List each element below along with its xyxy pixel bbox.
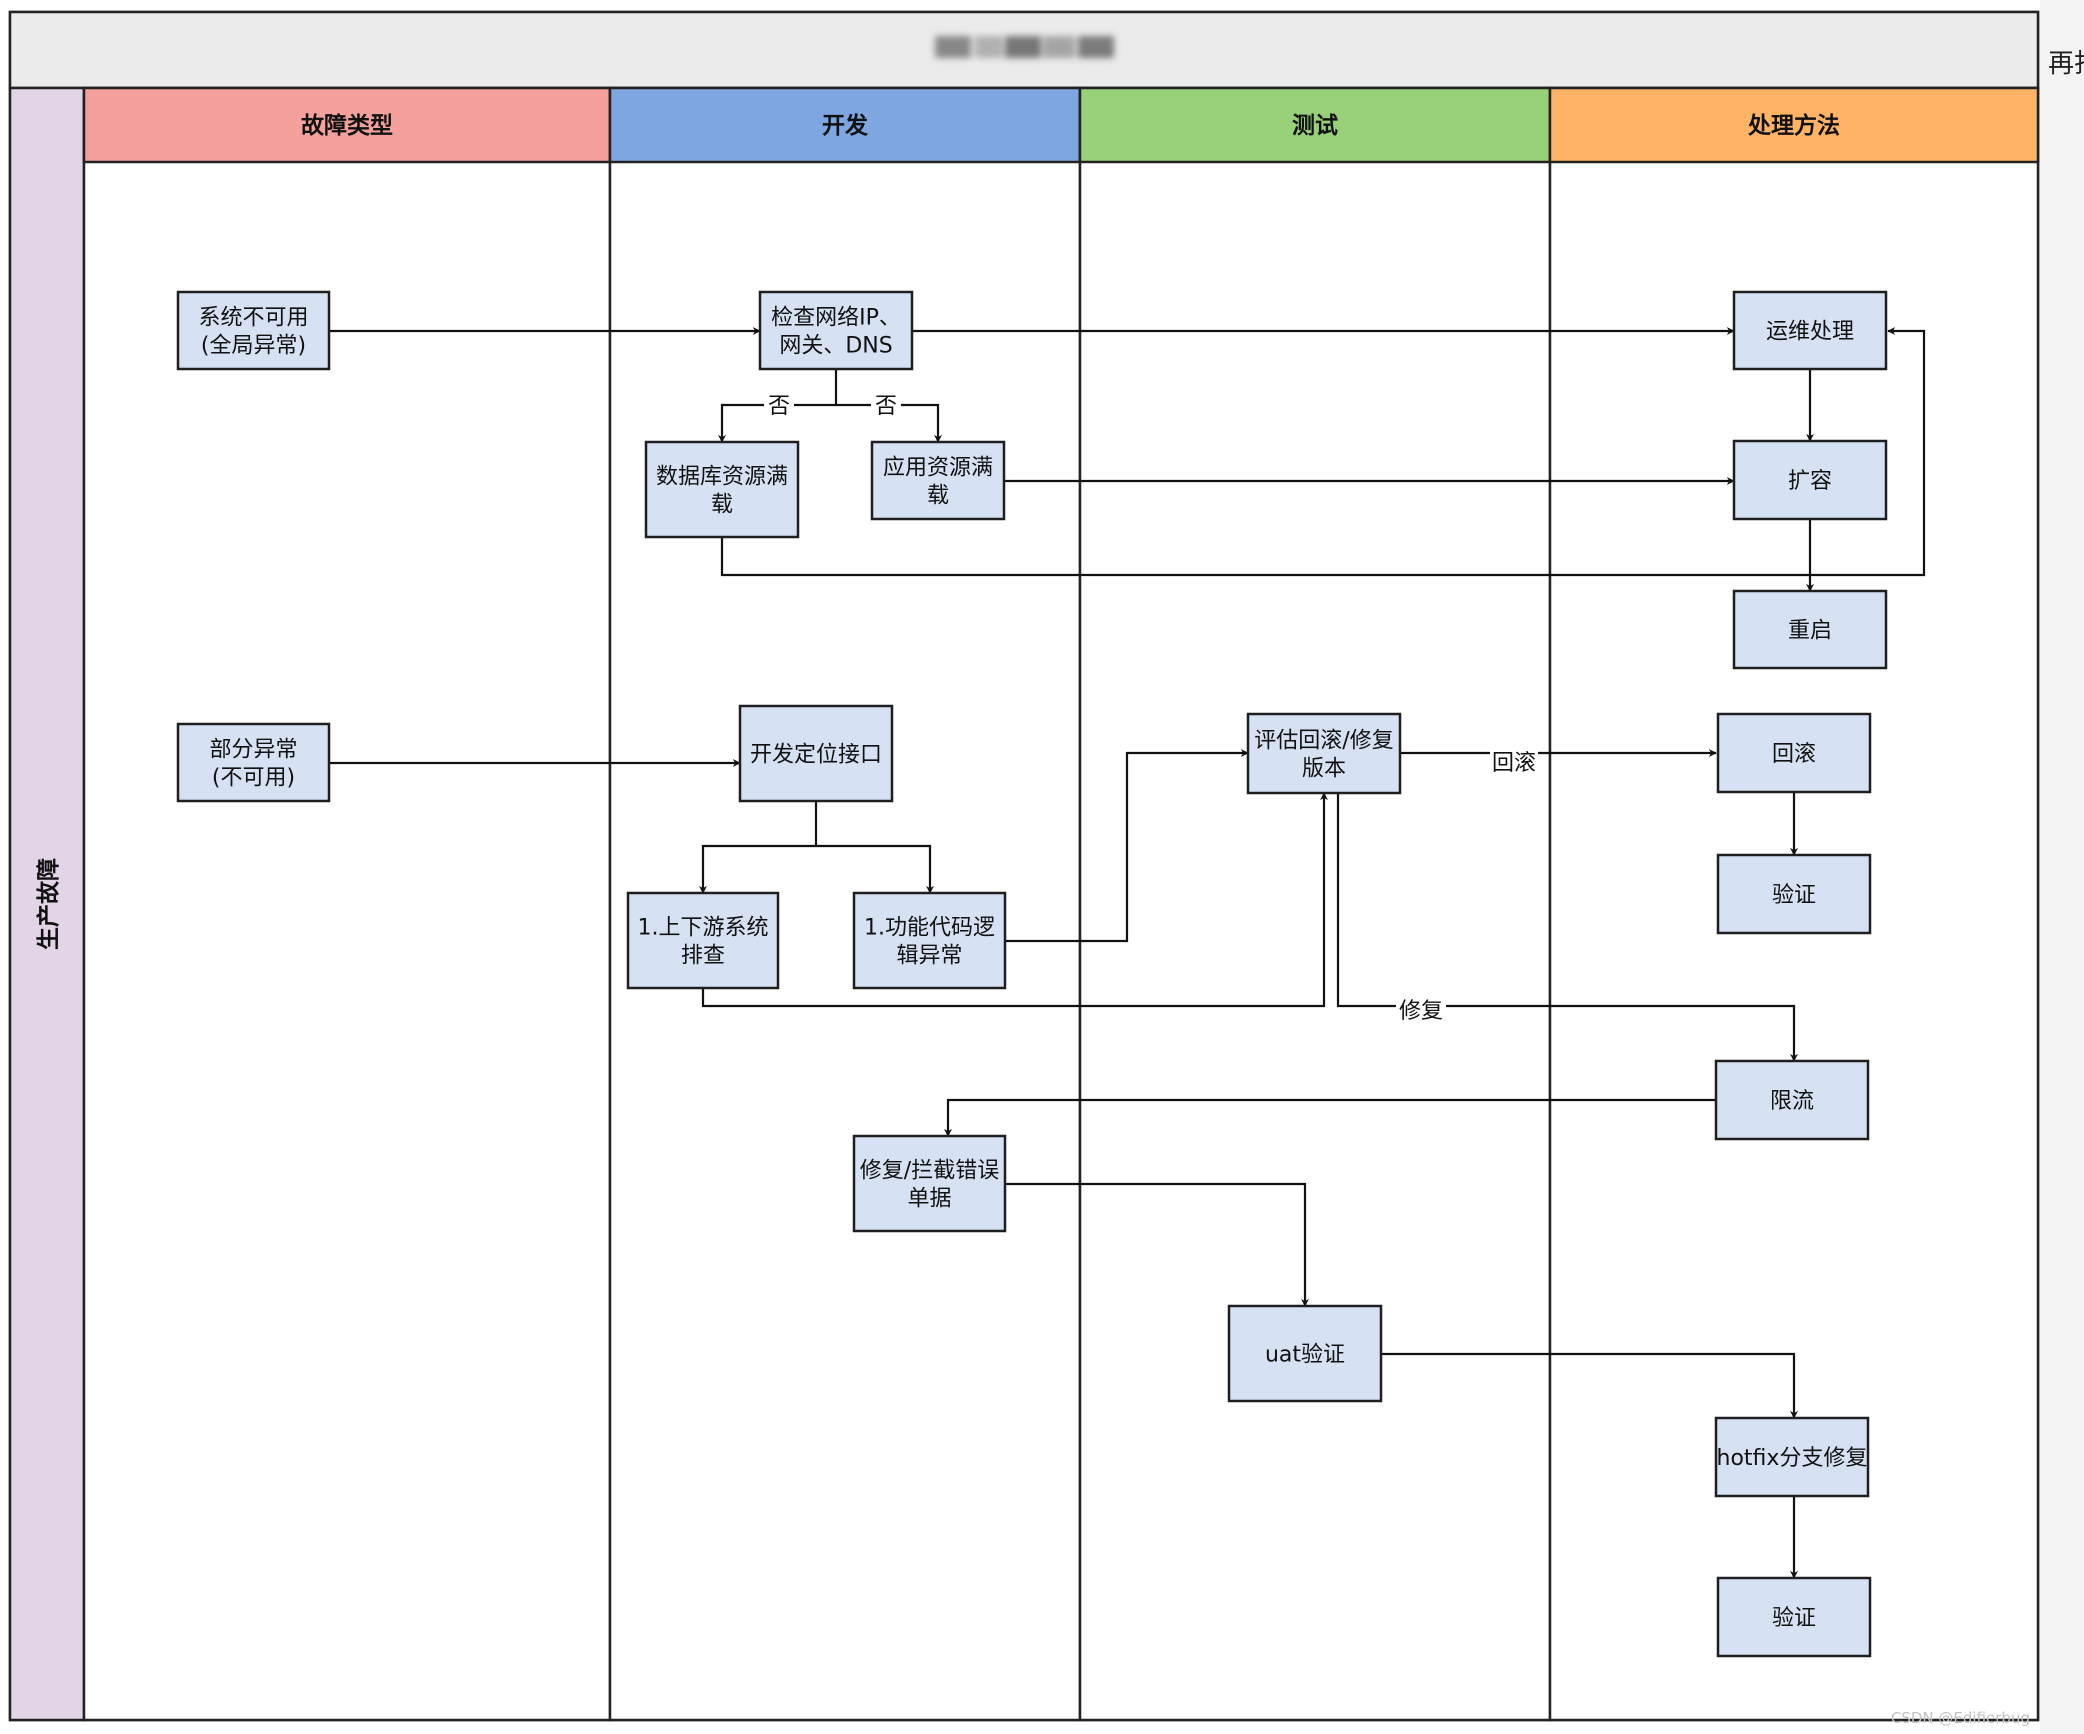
node-label: 验证 [1772, 1606, 1816, 1631]
node-label: 网关、DNS [779, 334, 892, 359]
node-box [1714, 1059, 1870, 1141]
edge-n9-n11 [816, 844, 934, 894]
lane-title-test: 测试 [1292, 113, 1338, 139]
lane-title-type: 故障类型 [301, 112, 393, 139]
node-n9: 开发定位接口 [738, 704, 894, 803]
node-n8: 部分异常 (不可用) [176, 722, 331, 803]
node-box [626, 891, 780, 990]
edge-label-repair: 修复 [1399, 999, 1443, 1024]
node-box [1716, 853, 1872, 935]
edge-labels: 否 否 回滚 修复 [764, 392, 1538, 1024]
node-label: 辑异常 [896, 944, 962, 969]
node-box [870, 440, 1006, 521]
node-n2: 检查网络IP、网关、DNS [758, 290, 914, 371]
edge-n11-n12 [1005, 749, 1249, 943]
lane-test [1078, 86, 1552, 1722]
node-label: 载 [711, 493, 733, 518]
node-label: uat验证 [1265, 1343, 1345, 1368]
node-box [644, 440, 800, 539]
node-label: 评估回滚/修复 [1254, 729, 1393, 754]
edge-n9-n10 [699, 844, 816, 894]
node-n1: 系统不可用 (全局异常) [176, 290, 331, 371]
node-box [758, 290, 914, 371]
node-box [1716, 712, 1872, 794]
node-label: (全局异常) [201, 334, 306, 359]
node-label: (不可用) [212, 766, 295, 791]
node-label: 应用资源满 [883, 456, 993, 481]
node-box [176, 722, 331, 803]
node-label: 修复/拦截错误 [860, 1159, 999, 1184]
node-label: 数据库资源满 [656, 465, 788, 490]
node-label: 部分异常 [209, 738, 297, 763]
node-label: 载 [927, 484, 949, 509]
node-label: 限流 [1770, 1089, 1814, 1114]
edge-n10-n12 [701, 792, 1328, 1008]
edge-label-no-right: 否 [875, 394, 897, 419]
node-box [1227, 1304, 1383, 1403]
node-label: 版本 [1302, 757, 1346, 782]
node-n19: 验证 [1716, 1576, 1872, 1658]
node-label: 检查网络IP、 [771, 306, 901, 331]
node-label: hotfix分支修复 [1717, 1446, 1868, 1471]
node-box [1714, 1416, 1870, 1498]
lane-header-test [1078, 86, 1552, 164]
node-box [1732, 439, 1888, 521]
node-box [176, 290, 331, 371]
edge-n2-n4 [836, 403, 942, 443]
node-label: 验证 [1772, 883, 1816, 908]
edge-n16-n17 [1005, 1182, 1309, 1307]
node-label: 重启 [1788, 619, 1832, 644]
edge-n17-n18 [1381, 1352, 1798, 1419]
node-label: 回滚 [1772, 742, 1816, 767]
node-label: 开发定位接口 [750, 743, 882, 768]
node-label: 运维处理 [1766, 320, 1854, 345]
lane-type [82, 86, 612, 1722]
node-n5: 运维处理 [1732, 290, 1888, 371]
node-box [1716, 1576, 1872, 1658]
side-text: 再打 [2048, 49, 2084, 79]
node-label: 1.上下游系统 [638, 916, 769, 941]
node-box [852, 1134, 1007, 1233]
side-panel [2040, 0, 2084, 1734]
node-n15: 限流 [1714, 1059, 1870, 1141]
node-n7: 重启 [1732, 589, 1888, 670]
node-box [1246, 712, 1402, 795]
node-box [738, 704, 894, 803]
edges [329, 327, 1926, 1579]
node-n14: 验证 [1716, 853, 1872, 935]
pool-label-column [8, 86, 86, 1722]
edge-n3-n5 [720, 327, 1926, 577]
node-n17: uat验证 [1227, 1304, 1383, 1403]
node-label: 系统不可用 [198, 306, 308, 331]
node-label: 1.功能代码逻 [864, 916, 995, 941]
edge-n2-n3 [718, 403, 836, 443]
node-box [852, 891, 1007, 990]
lane-header-ops [1548, 86, 2040, 164]
edge-n12-n15 [1336, 793, 1798, 1062]
node-label: 扩容 [1788, 469, 1832, 494]
node-box [1732, 290, 1888, 371]
lane-title-ops: 处理方法 [1747, 112, 1840, 139]
edge-label-rollback: 回滚 [1492, 751, 1536, 776]
node-n6: 扩容 [1732, 439, 1888, 521]
pool-title-blurred [935, 36, 1114, 58]
node-n18: hotfix分支修复 [1714, 1416, 1870, 1498]
edge-label-no-left: 否 [768, 394, 790, 419]
lane-title-dev: 开发 [822, 112, 868, 139]
lane-header-dev [608, 86, 1082, 164]
node-n13: 回滚 [1716, 712, 1872, 794]
edge-n15-n16 [944, 1098, 1716, 1137]
pool-label: 生产故障 [35, 858, 62, 950]
node-box [1732, 589, 1888, 670]
watermark: CSDN @Edifierbug [1891, 1709, 2030, 1727]
node-label: 排查 [681, 944, 725, 969]
node-label: 单据 [907, 1187, 951, 1212]
